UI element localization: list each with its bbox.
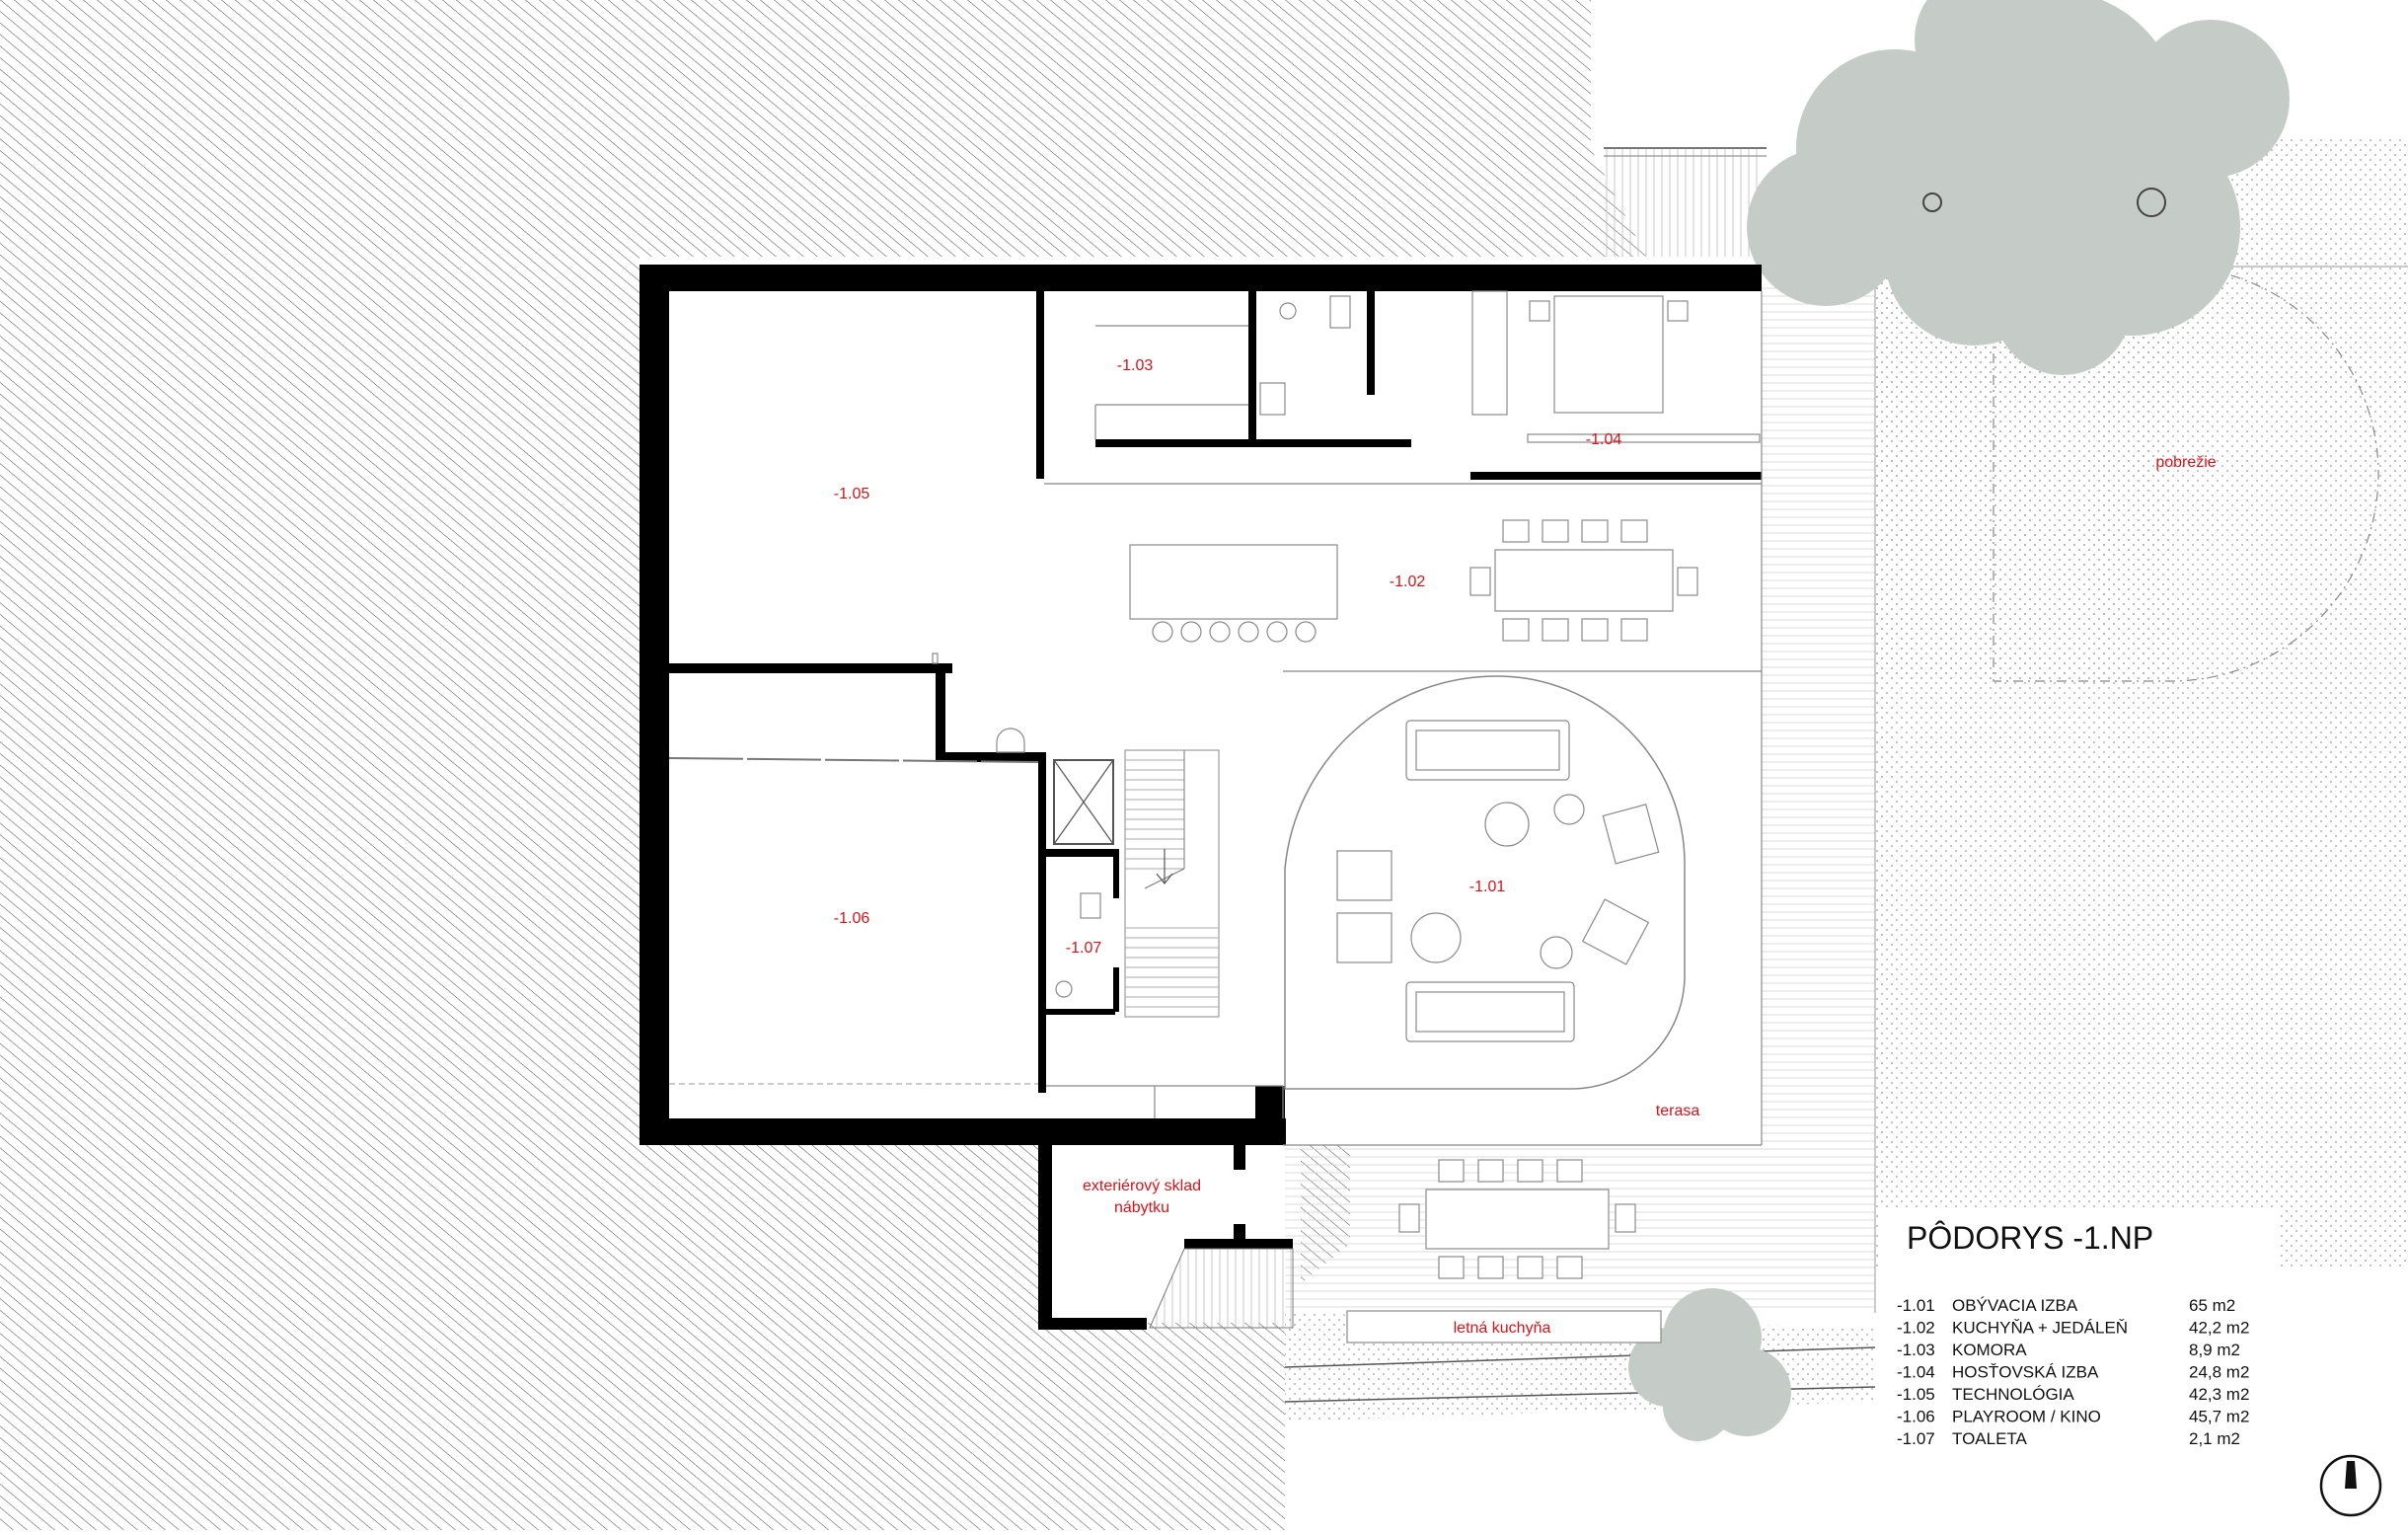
kitchen-island: [1129, 544, 1338, 643]
legend-row-code: -1.06: [1897, 1408, 1935, 1426]
legend-row-name: KUCHYŇA + JEDÁLEŇ: [1952, 1319, 2128, 1338]
legend-row-code: -1.02: [1897, 1319, 1935, 1338]
room-labels: -1.05 -1.06 -1.03 -1.04 -1.02 -1.01 -1.0…: [834, 357, 1622, 957]
legend-row-name: OBÝVACIA IZBA: [1952, 1296, 2078, 1315]
legend-row-name: HOSŤOVSKÁ IZBA: [1952, 1363, 2099, 1382]
legend-row-code: -1.03: [1897, 1341, 1935, 1359]
legend-title: PÔDORYS -1.NP: [1907, 1220, 2153, 1256]
room-label-1.01: -1.01: [1469, 879, 1506, 895]
terrace-label-bg: [1614, 1084, 1742, 1121]
legend-row-area: 42,3 m2: [2189, 1385, 2249, 1404]
room-label-1.04: -1.04: [1586, 431, 1622, 448]
legend-row-area: 8,9 m2: [2189, 1341, 2240, 1359]
storage-label-line1: exteriérový sklad: [1083, 1178, 1201, 1194]
dining-table: [1469, 519, 1698, 642]
legend-row-area: 24,8 m2: [2189, 1363, 2249, 1382]
living-room-outline: [1284, 675, 1686, 1090]
outdoor-dining-table: [1398, 1159, 1636, 1279]
room-label-1.02: -1.02: [1390, 574, 1426, 590]
legend: PÔDORYS -1.NP: [1880, 1209, 2280, 1451]
legend-row-code: -1.07: [1897, 1429, 1935, 1448]
summer-kitchen-label: letná kuchyňa: [1454, 1320, 1551, 1337]
room-label-1.03: -1.03: [1117, 357, 1154, 374]
guest-room-furniture: [1471, 290, 1761, 443]
tree-trunk-marks: [1922, 188, 2166, 217]
storage-stairs: [1149, 1248, 1294, 1329]
legend-row-code: -1.01: [1897, 1296, 1935, 1315]
legend-row-name: TOALETA: [1952, 1429, 2028, 1448]
legend-row-name: PLAYROOM / KINO: [1952, 1408, 2101, 1426]
legend-row-code: -1.04: [1897, 1363, 1935, 1382]
site-labels: terasa exteriérový sklad nábytku letná k…: [1083, 454, 2217, 1337]
living-room-furniture: [1336, 720, 1660, 1042]
legend-rows: -1.01 OBÝVACIA IZBA 65 m2 -1.02 KUCHYŇA + JE…: [1897, 1296, 2249, 1448]
legend-row-name: TECHNOLÓGIA: [1952, 1385, 2074, 1404]
room-label-1.06: -1.06: [834, 910, 870, 927]
legend-row-area: 65 m2: [2189, 1296, 2235, 1315]
lift-shaft: [1053, 759, 1114, 845]
legend-row-name: KOMORA: [1952, 1341, 2027, 1359]
toilet-fixtures: [1055, 892, 1101, 998]
summer-kitchen-counter: [1346, 1310, 1662, 1343]
room-label-1.07: -1.07: [1066, 940, 1102, 957]
legend-row-area: 42,2 m2: [2189, 1319, 2249, 1338]
main-staircase: [1124, 749, 1220, 1018]
room-label-1.05: -1.05: [834, 486, 870, 502]
legend-row-code: -1.05: [1897, 1385, 1935, 1404]
tree-small: [1628, 1288, 1791, 1441]
north-arrow-icon: [2319, 1454, 2382, 1517]
building: [640, 265, 1763, 1343]
legend-row-area: 2,1 m2: [2189, 1429, 2240, 1448]
storage-label-line2: nábytku: [1114, 1199, 1169, 1216]
shore-label: pobrežie: [2155, 454, 2216, 471]
tree-large: [1747, 0, 2290, 375]
legend-row-area: 45,7 m2: [2189, 1408, 2249, 1426]
bathroom-fixtures: [932, 295, 1351, 753]
terrace-label: terasa: [1656, 1103, 1700, 1119]
